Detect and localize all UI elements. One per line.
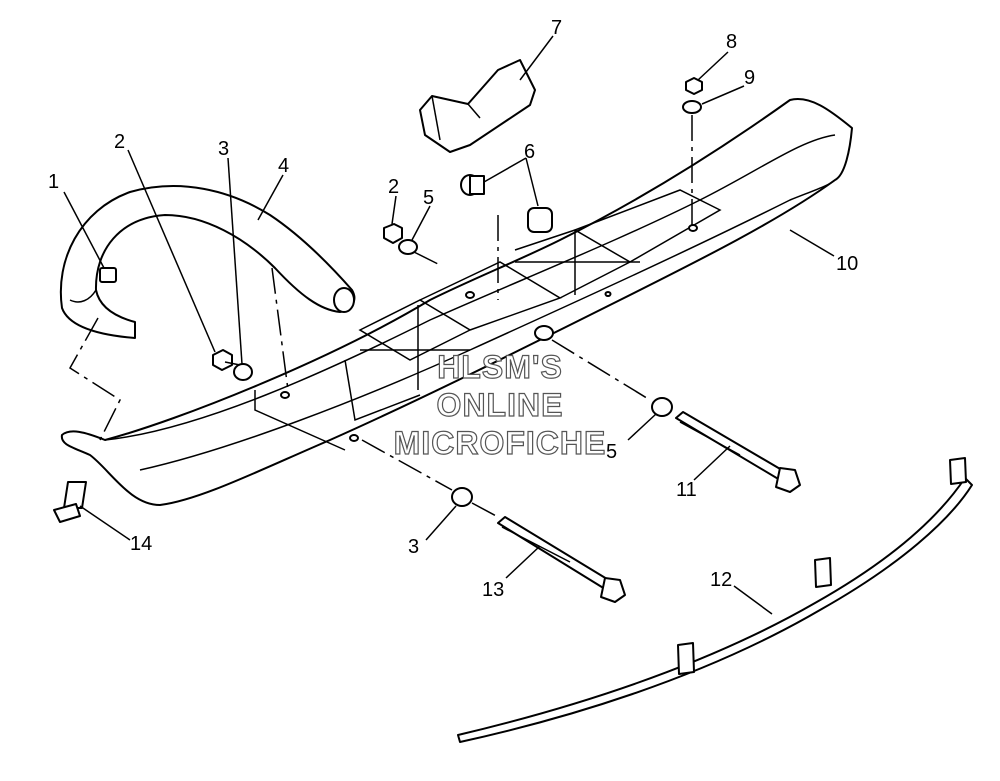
- wear-bar: [457, 457, 973, 743]
- bushings: [460, 174, 553, 233]
- stud-14: [53, 481, 87, 523]
- ski-body: [60, 98, 853, 506]
- assembly-lines: [69, 115, 693, 519]
- part2-nut-upper: [383, 223, 403, 244]
- hardware: [212, 77, 703, 507]
- part5-washer-upper: [398, 239, 418, 255]
- callout-3-lower: 3: [408, 536, 419, 558]
- callout-13: 13: [482, 579, 504, 601]
- callout-2-right: 2: [388, 176, 399, 198]
- callout-5-upper: 5: [423, 187, 434, 209]
- callout-2-left: 2: [114, 131, 125, 153]
- part3-washer-upper: [233, 363, 253, 381]
- callout-1: 1: [48, 171, 59, 193]
- callout-4: 4: [278, 155, 289, 177]
- part8-nut: [685, 77, 703, 95]
- callout-8: 8: [726, 31, 737, 53]
- part2-nut-lower: [212, 349, 233, 371]
- part9-washer: [682, 100, 702, 114]
- part1-clip: [99, 267, 117, 283]
- callout-7: 7: [551, 17, 562, 39]
- bolt-13: [497, 516, 626, 603]
- callout-10: 10: [836, 253, 858, 275]
- watermark-line2: ONLINE: [437, 387, 564, 423]
- callout-12: 12: [710, 569, 732, 591]
- watermark-line1: HLSM'S: [437, 349, 563, 385]
- part5-washer-lower: [651, 397, 673, 417]
- callout-9: 9: [744, 67, 755, 89]
- leader-lines: [63, 35, 835, 615]
- watermark: HLSM'S ONLINE MICROFICHE: [393, 348, 607, 461]
- bolt-11: [675, 411, 801, 493]
- callout-11: 11: [676, 479, 697, 501]
- callout-6: 6: [524, 141, 535, 163]
- watermark-line3: MICROFICHE: [394, 425, 607, 461]
- part3-washer-lower: [451, 487, 473, 507]
- callout-5-lower: 5: [606, 441, 617, 463]
- callouts: 1 2 3 4 2 5 6 7 8 9 10 5 11 3 13 12 14: [48, 17, 858, 601]
- ski-handle: [59, 185, 356, 339]
- callout-3-upper: 3: [218, 138, 229, 160]
- ski-cushion: [419, 59, 536, 153]
- callout-14: 14: [130, 533, 152, 555]
